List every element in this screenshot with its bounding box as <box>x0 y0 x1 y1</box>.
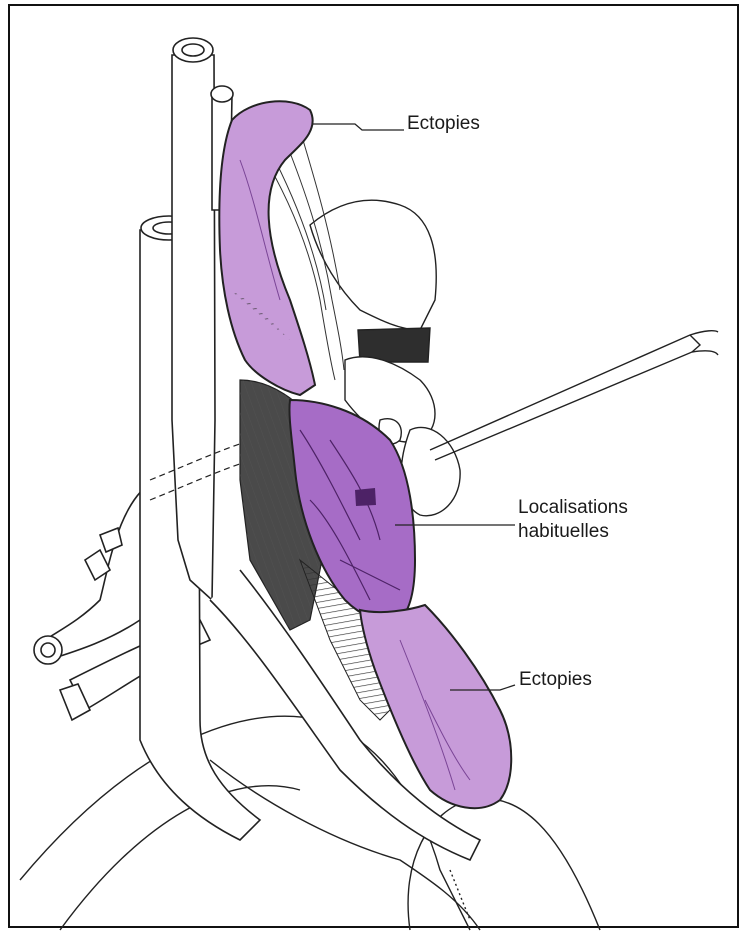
label-localisations-habituelles: Localisations habituelles <box>518 496 628 544</box>
thymus-upper-ectopic <box>219 101 315 395</box>
label-ectopies-bottom: Ectopies <box>519 668 592 692</box>
label-localisations-line2: habituelles <box>518 520 628 544</box>
forceps-icon <box>430 331 718 460</box>
lower-contours <box>20 716 600 930</box>
label-ectopies-top: Ectopies <box>407 112 480 136</box>
label-localisations-line1: Localisations <box>518 496 628 520</box>
